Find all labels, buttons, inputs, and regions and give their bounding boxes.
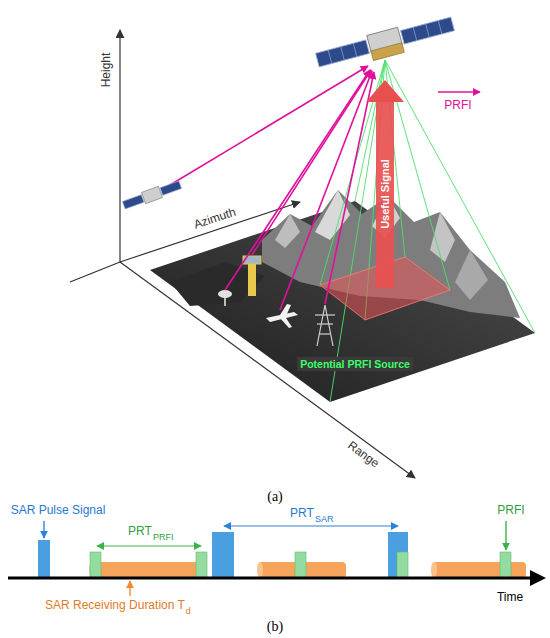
prfi-paths [325,72,374,304]
prfi-sources [317,323,333,324]
axis-label: Azimuth [192,206,237,233]
prfi-pulses [90,552,101,578]
useful-signal-arrow [366,80,404,288]
receiving-windows [432,562,526,578]
prfi-pulses [500,552,511,578]
receiving-windows [89,562,526,578]
interfering-satellite [141,186,162,203]
signal-label: SAR Pulse Signal [11,504,106,518]
interval-label: PRT [290,507,314,521]
receive-pointer [129,581,130,596]
interval-label: PRT [128,525,152,539]
sar-satellite [371,43,404,61]
axes [70,262,120,282]
sar-satellite [315,13,457,74]
duration-label: SAR Receiving Duration T [45,599,185,613]
prt-prfi-arrow [97,545,201,546]
useful-signal-arrow [376,100,394,288]
prt-sar-arrow [224,525,398,526]
time-axis [8,577,534,580]
sar-satellite [426,24,430,38]
beam-lines [320,60,535,402]
sar-satellite [328,50,332,64]
axes [119,30,120,262]
prfi-pulses [196,552,207,578]
prfi-sources [315,314,335,315]
axis-label: Height [100,53,114,88]
prfi-paths [165,66,368,188]
sar-pulses [212,532,234,578]
prfi-sources [315,305,335,346]
prfi-sources [320,333,330,334]
interval-subscript: SAR [315,514,334,524]
prfi-sources [317,305,333,346]
sar-satellite [401,17,455,44]
prfi-paths [225,70,370,290]
sar-pulses [38,540,50,578]
signal-label: PRFI [497,504,524,518]
subfigure-caption: (b) [267,619,283,635]
prfi-pulses [397,552,408,578]
duration-subscript: d [186,606,191,616]
sar-satellite [438,20,442,34]
sar-pulses [388,532,408,578]
pulse-pointer [43,521,44,538]
prfi-paths [165,66,374,310]
prfi-pulses [90,552,511,578]
interfering-satellite [122,195,144,209]
terrain [455,250,488,300]
subfigure-caption: (a) [267,489,283,505]
sar-satellite [341,47,345,61]
sar-pulses [38,532,408,578]
sar-satellite [413,27,417,41]
terrain [315,190,350,240]
prfi-sources [218,290,232,298]
source-label: Potential PRFI Source [297,357,413,371]
useful-signal-arrow [366,80,404,102]
legend-arrow [438,91,480,93]
prfi-pointer [505,521,506,550]
sar-satellite [316,40,370,67]
interfering-satellite [160,181,182,195]
receiving-windows [90,562,200,578]
axis-label: Range [345,439,382,471]
prfi-sources [280,318,292,328]
terrain [275,214,300,248]
receiving-windows [431,562,437,578]
prfi-paths [280,71,372,310]
legend-label: PRFI [444,99,471,113]
prfi-sources [218,256,335,346]
terrain [170,262,265,306]
signal-label: Useful Signal [379,159,392,229]
prfi-pulses [295,552,306,578]
prfi-sources [248,262,256,296]
terrain [430,212,455,262]
time-axis-head [530,570,546,586]
interval-subscript: PRFI [153,532,174,542]
sar-satellite [353,43,357,57]
receiving-windows [257,562,263,578]
interfering-satellite [122,179,182,211]
axis-label: Time [497,591,523,605]
